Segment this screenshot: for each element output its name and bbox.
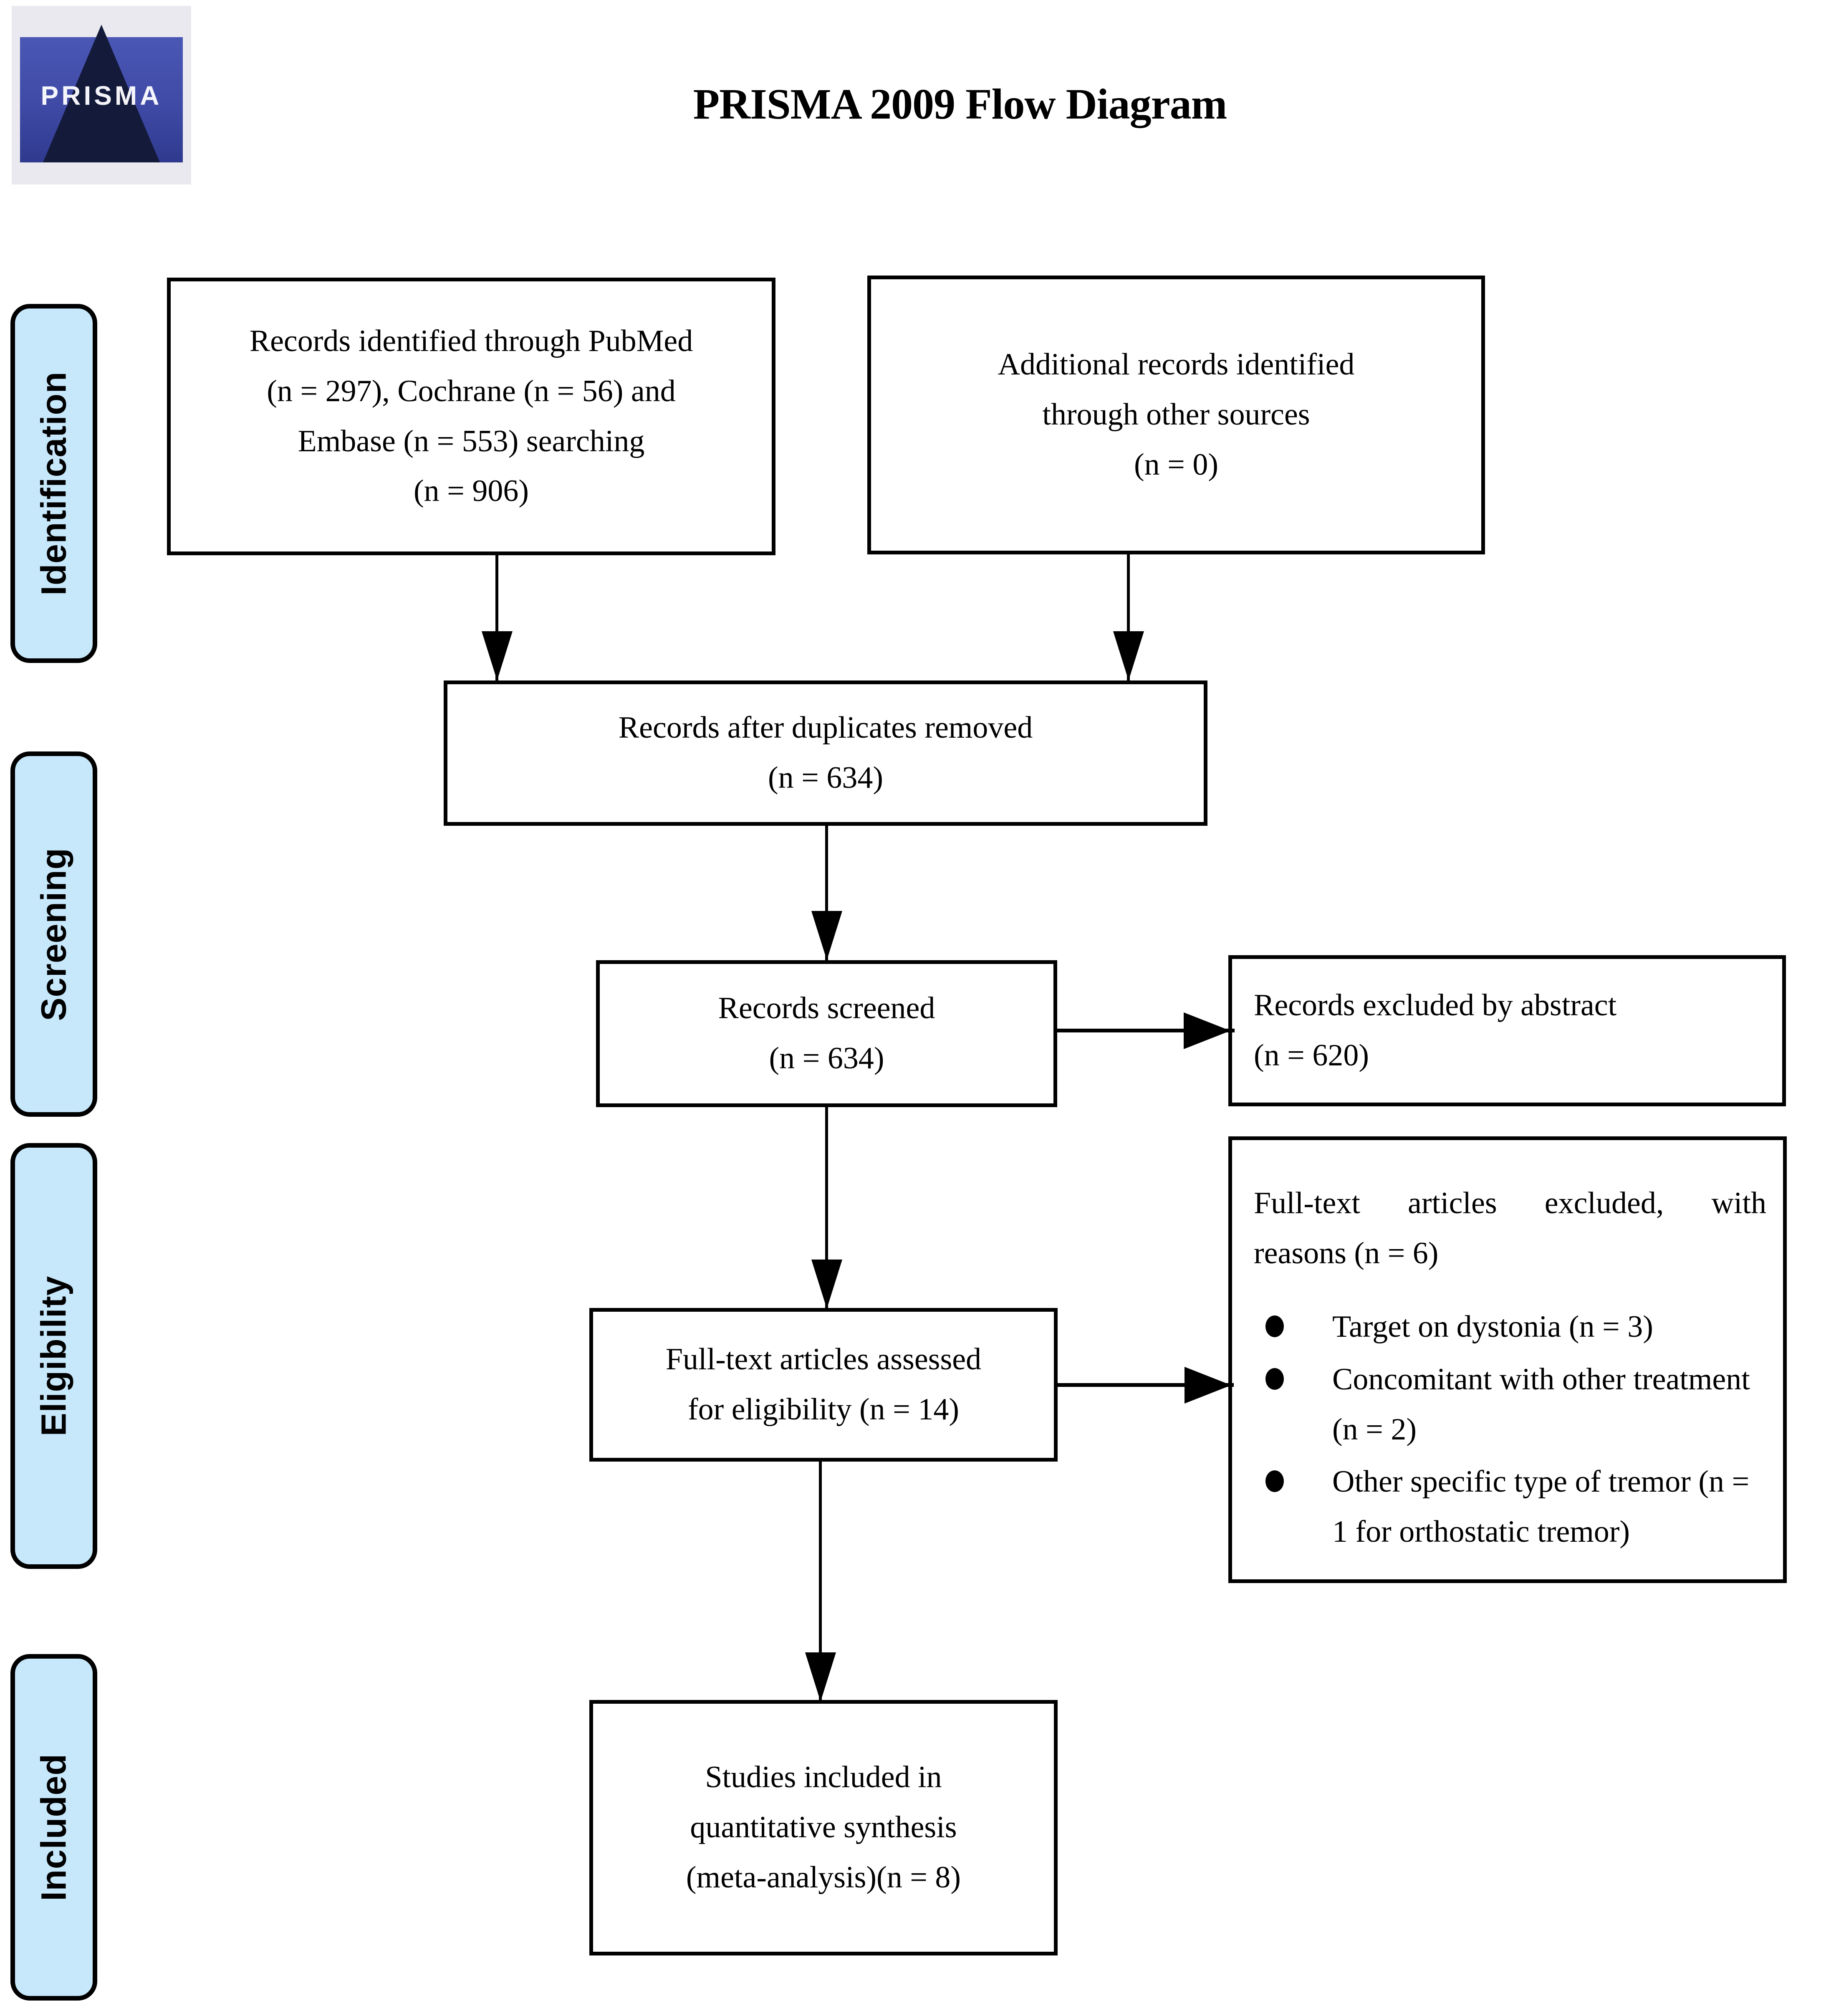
node-records-identified: Records identified through PubMed (n = 2… [167, 278, 775, 555]
node-line: reasons (n = 6) [1254, 1236, 1439, 1270]
stage-label-text: Eligibility [34, 1275, 73, 1437]
node-line: Records excluded by abstract [1254, 988, 1617, 1023]
stage-label-eligibility: Eligibility [10, 1143, 97, 1569]
edge-fulltext-to-included [819, 1462, 822, 1702]
node-line: Full-text articles excluded, with [1254, 1186, 1766, 1220]
node-line: (n = 297), Cochrane (n = 56) and [267, 374, 676, 408]
arrow-right-icon [1184, 1012, 1230, 1049]
page-title: PRISMA 2009 Flow Diagram [693, 80, 1227, 128]
stage-label-screening: Screening [10, 751, 97, 1117]
node-line: (n = 620) [1254, 1038, 1369, 1073]
edge-screened-to-excluded-abstract [1055, 1029, 1235, 1032]
node-fulltext-articles-assessed: Full-text articles assessed for eligibil… [589, 1308, 1058, 1462]
node-line: through other sources [1042, 397, 1310, 432]
list-item-label: Target on dystonia (n = 3) [1332, 1309, 1653, 1344]
edge-identified-to-dedup [495, 555, 498, 680]
node-records-excluded-by-abstract: Records excluded by abstract (n = 620) [1228, 955, 1786, 1106]
stage-label-text: Screening [34, 847, 73, 1021]
arrow-down-icon [1113, 631, 1144, 680]
node-records-screened: Records screened (n = 634) [596, 960, 1057, 1107]
node-line: Additional records identified [998, 347, 1355, 382]
arrow-down-icon [811, 1260, 842, 1309]
node-line: (n = 906) [413, 474, 529, 508]
node-line: (n = 634) [768, 761, 884, 795]
arrow-down-icon [482, 631, 513, 680]
node-fulltext-articles-excluded-with-reasons: Full-text articles excluded, with reason… [1228, 1136, 1787, 1583]
logo-wordmark: PRISMA [40, 81, 162, 111]
list-item: Other specific type of tremor (n = 1 for… [1258, 1457, 1766, 1557]
list-item-label: Other specific type of tremor (n = 1 for… [1332, 1465, 1750, 1549]
stage-label-identification: Identification [10, 304, 97, 663]
arrow-right-icon [1185, 1367, 1231, 1404]
stage-label-text: Identification [34, 371, 73, 596]
node-line: for eligibility (n = 14) [687, 1392, 960, 1427]
bullet-icon [1265, 1470, 1284, 1492]
edge-additional-to-dedup [1127, 554, 1130, 680]
node-line: Records after duplicates removed [618, 711, 1033, 745]
node-studies-included: Studies included in quantitative synthes… [589, 1700, 1058, 1955]
logo-pyramid-icon [43, 25, 160, 162]
stage-label-included: Included [10, 1654, 97, 2001]
edge-dedup-to-screened [825, 826, 828, 960]
edge-fulltext-to-excluded-reasons [1056, 1383, 1234, 1387]
list-item: Concomitant with other treatment (n = 2) [1258, 1355, 1766, 1455]
list-item: Target on dystonia (n = 3) [1258, 1302, 1766, 1352]
list-item-label: Concomitant with other treatment (n = 2) [1332, 1362, 1750, 1447]
node-heading: Full-text articles excluded, with reason… [1254, 1179, 1766, 1279]
bullet-icon [1265, 1315, 1284, 1337]
node-records-after-duplicates-removed: Records after duplicates removed (n = 63… [444, 680, 1207, 826]
node-line: Records screened [718, 991, 935, 1026]
node-line: (n = 0) [1134, 447, 1219, 482]
arrow-down-icon [811, 911, 842, 960]
prisma-logo: PRISMA [12, 6, 191, 185]
stage-label-text: Included [34, 1753, 73, 1901]
exclusion-reason-list: Target on dystonia (n = 3) Concomitant w… [1254, 1302, 1766, 1557]
bullet-icon [1265, 1368, 1284, 1390]
arrow-down-icon [805, 1652, 836, 1702]
node-line: Records identified through PubMed [249, 324, 693, 358]
node-line: (n = 634) [769, 1041, 884, 1075]
node-line: quantitative synthesis [690, 1810, 957, 1845]
node-line: Embase (n = 553) searching [298, 424, 645, 458]
node-line: (meta-analysis)(n = 8) [686, 1860, 961, 1895]
node-additional-records: Additional records identified through ot… [867, 276, 1485, 554]
edge-screened-to-fulltext [825, 1106, 828, 1308]
node-line: Full-text articles assessed [665, 1342, 982, 1377]
node-line: Studies included in [705, 1760, 942, 1795]
